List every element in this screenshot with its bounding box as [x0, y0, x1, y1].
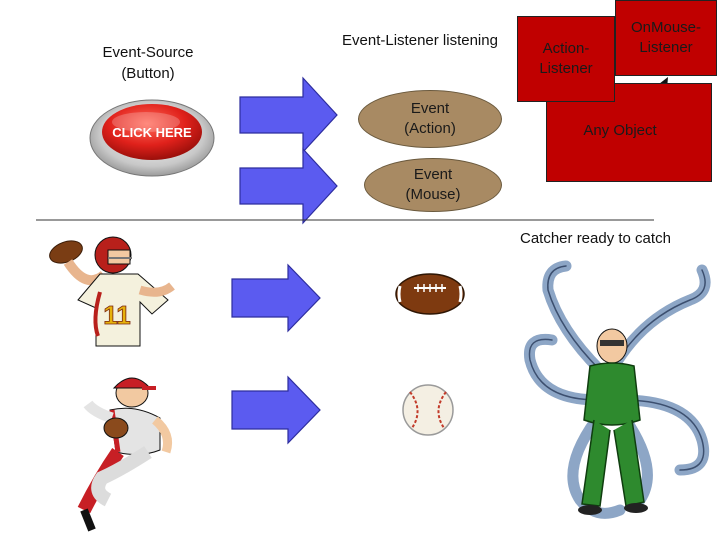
baseball-icon	[402, 384, 454, 436]
catcher-caption: Catcher ready to catch	[520, 230, 671, 247]
event-action-line1: Event	[410, 100, 450, 117]
any-object-label: Any Object	[583, 122, 657, 139]
click-here-button[interactable]: CLICK HERE	[88, 92, 216, 178]
arrow-baseball	[231, 375, 321, 445]
arrow-to-event-mouse	[239, 147, 338, 225]
football-icon	[395, 273, 465, 315]
click-here-button-graphic: CLICK HERE	[89, 99, 215, 177]
svg-text:11: 11	[103, 300, 131, 330]
event-mouse-ellipse: Event (Mouse)	[364, 158, 502, 212]
event-action-ellipse: Event (Action)	[358, 90, 502, 148]
action-listener-box: Action- Listener	[517, 16, 615, 102]
arrow-football	[231, 263, 321, 333]
event-mouse-line1: Event	[413, 166, 453, 183]
any-object-box	[546, 83, 712, 182]
event-mouse-line2: (Mouse)	[405, 186, 461, 203]
listener-heading: Event-Listener listening	[342, 32, 498, 49]
event-source-title: Event-Source	[102, 44, 194, 61]
click-here-text: CLICK HERE	[112, 125, 192, 140]
action-listener-line2: Listener	[539, 60, 593, 77]
mouse-listener-box: OnMouse- Listener	[615, 0, 717, 76]
mouse-listener-line1: OnMouse-	[630, 19, 702, 36]
mouse-listener-line2: Listener	[639, 39, 693, 56]
event-source-label: Event-Source (Button)	[88, 42, 208, 84]
action-listener-line1: Action-	[542, 40, 590, 57]
event-action-line2: (Action)	[404, 120, 456, 137]
event-source-subtitle: (Button)	[121, 65, 175, 82]
arrow-to-event-action	[239, 76, 338, 154]
